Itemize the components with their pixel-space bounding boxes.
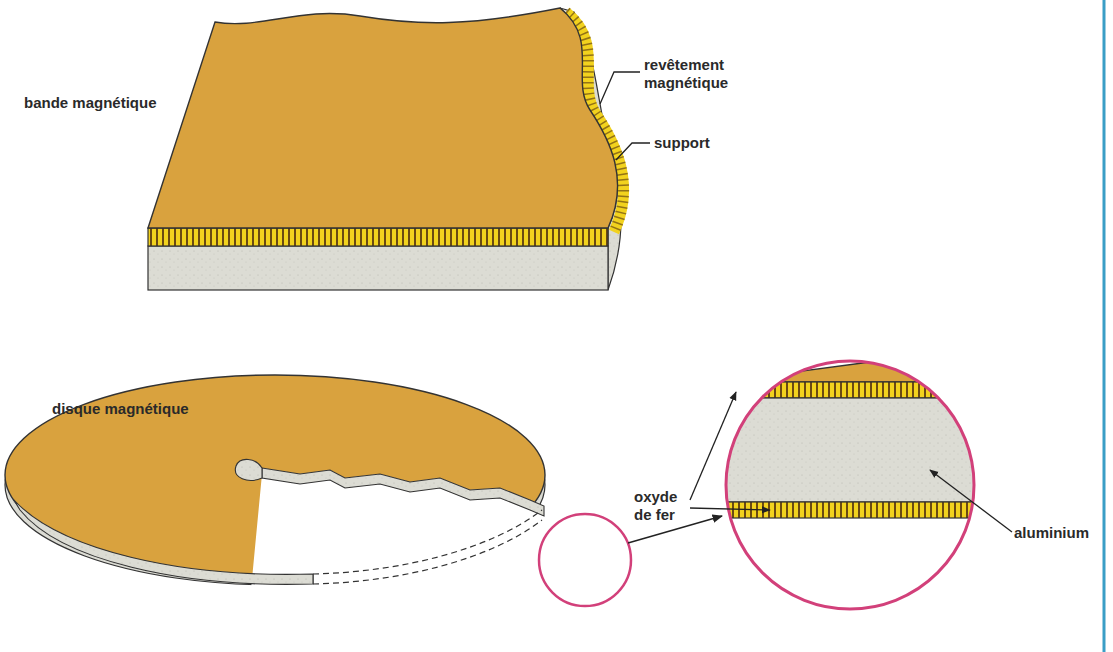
leader-line <box>616 143 650 160</box>
magnifier-ring <box>539 514 631 606</box>
zoom-section <box>720 360 990 620</box>
part-label: aluminium <box>1014 524 1098 542</box>
part-label: support <box>654 134 754 152</box>
part-label: bande magnétique <box>24 94 184 112</box>
tape-illustration <box>148 8 624 290</box>
magnifier-ring <box>726 361 974 609</box>
disk-illustration <box>5 375 546 600</box>
leader-line <box>690 392 736 500</box>
part-label: revêtement magnétique <box>644 56 754 92</box>
leader-line <box>690 508 770 510</box>
part-label: disque magnétique <box>52 400 222 418</box>
leader-line <box>930 470 1012 532</box>
page-border <box>1103 0 1106 652</box>
leader-line <box>600 72 640 104</box>
part-label: oxyde de fer <box>634 488 690 524</box>
